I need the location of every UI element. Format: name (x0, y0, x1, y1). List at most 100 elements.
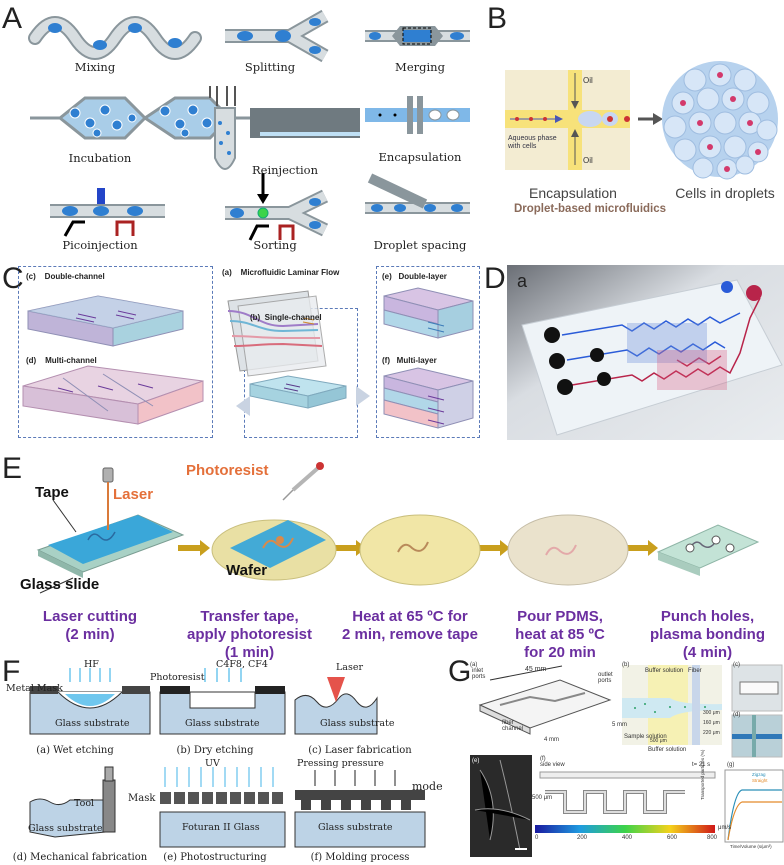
label-uv: UV (205, 758, 220, 769)
caption-laser-fabrication: (c) Laser fabrication (308, 745, 412, 756)
aqueous-phase-label: Aqueous phase with cells (508, 135, 557, 150)
label-glass-substrate-c: Glass substrate (320, 718, 395, 729)
tag-d-multi-channel: (d) Multi-channel (26, 356, 97, 365)
label-5mm: 5 mm (612, 722, 627, 728)
panel-g-chip-figures (470, 664, 784, 857)
label-hf: HF (84, 659, 99, 670)
step-4-caption: Pour PDMS, heat at 85 ºC for 20 min (515, 608, 605, 661)
panel-label-a: A (2, 2, 23, 35)
label-laser: Laser (113, 486, 154, 503)
step-2-caption: Transfer tape, apply photoresist (1 min) (186, 608, 313, 661)
label-photoresist: Photoresist (186, 462, 269, 479)
oil-top-label: Oil (583, 76, 593, 85)
tag-b-single-channel: (b) Single-channel (250, 313, 322, 322)
tag-g-d: (d) (733, 712, 741, 718)
tag-c-double-channel: (c) Double-channel (26, 272, 105, 281)
label-mask: Mask (128, 793, 156, 804)
tag-g-c: (c) (733, 662, 740, 668)
colorbar-ticks: 0 200 400 600 800 (535, 835, 718, 845)
caption-picoinjection: Picoinjection (62, 238, 138, 252)
panel-e-fabrication-steps (36, 462, 760, 594)
step-3-caption: Heat at 65 ºC for 2 min, remove tape (342, 608, 478, 643)
label-metal-mask: Metal Mask (6, 683, 63, 694)
caption-photostructuring: (e) Photostructuring (163, 852, 267, 863)
label-glass-slide: Glass slide (20, 576, 100, 593)
step-5-caption: Punch holes, plasma bonding (4 min) (649, 608, 765, 661)
label-220um: 220 μm (703, 730, 720, 736)
label-mode: mode (412, 780, 443, 793)
encapsulation-label: Encapsulation (529, 185, 617, 201)
label-pressing-pressure: Pressing pressure (297, 758, 384, 769)
panel-f-glass-fabrication (29, 668, 426, 848)
colorbar-tick: 0 (535, 835, 539, 841)
label-glass-substrate-a: Glass substrate (55, 718, 130, 729)
label-time: t= 21 s (692, 762, 711, 768)
label-glass-substrate-b: Glass substrate (185, 718, 260, 729)
caption-incubation: Incubation (68, 151, 132, 165)
label-inlet-ports: inlet ports (472, 668, 486, 680)
tag-g-e: (e) (472, 758, 480, 764)
caption-merging: Merging (395, 60, 445, 74)
label-fiber: Fiber (688, 668, 702, 674)
label-500um-side: 500 μm (532, 795, 553, 801)
label-300um: 300 μm (703, 710, 720, 716)
panel-label-b: B (487, 2, 508, 35)
tag-a-laminar-flow: (a) Microfluidic Laminar Flow (222, 268, 340, 277)
colorbar-tick: 200 (577, 835, 588, 841)
panel-label-e: E (2, 452, 23, 485)
legend-straight: Straight (752, 778, 768, 783)
colorbar-tick: 400 (622, 835, 633, 841)
label-45mm: 45 mm (525, 666, 547, 673)
label-sample-solution: Sample solution (624, 734, 667, 740)
panel-label-d: D (484, 262, 506, 295)
label-side-view: side view (540, 762, 565, 768)
plot-ylabel: Transported particles (%) (700, 749, 705, 800)
caption-dry-etching: (b) Dry etching (176, 745, 254, 756)
caption-reinjection: Reinjection (252, 163, 318, 177)
label-buffer-solution-bottom: Buffer solution (648, 747, 687, 753)
box-multi-channel (18, 266, 213, 438)
label-outlet-ports: outlet ports (598, 672, 613, 684)
caption-wet-etching: (a) Wet etching (36, 745, 114, 756)
label-glass-substrate-d: Glass substrate (28, 823, 103, 834)
label-4mm: 4 mm (544, 737, 559, 743)
photo-tag-a: a (517, 271, 528, 291)
panel-d-chip-photo: a (507, 265, 784, 440)
label-160um: 160 μm (703, 720, 720, 726)
label-tape: Tape (35, 484, 69, 501)
panel-c-laminar-flow-drawings (22, 287, 474, 429)
label-foturan-glass: Foturan II Glass (182, 822, 260, 833)
panel-a-droplet-ops (28, 9, 470, 241)
label-glass-substrate-f: Glass substrate (318, 822, 393, 833)
caption-encapsulation: Encapsulation (378, 150, 462, 164)
tag-f-multi-layer: (f) Multi-layer (382, 356, 437, 365)
caption-mixing: Mixing (74, 60, 116, 74)
label-fiber-channel: fiber channel (502, 720, 524, 732)
tag-e-double-layer: (e) Double-layer (382, 272, 447, 281)
label-wafer: Wafer (226, 562, 268, 579)
panel-b-encapsulation-diagram: Oil Oil (505, 61, 778, 180)
oil-bottom-label: Oil (583, 156, 593, 165)
panel-label-g: G (448, 655, 472, 688)
label-500um: 500 μm (650, 738, 667, 744)
caption-mechanical-fabrication: (d) Mechanical fabrication (12, 852, 148, 863)
label-photoresist-f: Photoresist (150, 672, 205, 683)
tag-g-f: (f) (540, 756, 546, 762)
step-1-caption: Laser cutting (2 min) (42, 608, 138, 643)
caption-droplet-spacing: Droplet spacing (373, 238, 467, 252)
caption-splitting: Splitting (244, 60, 296, 74)
label-buffer-solution-top: Buffer solution (645, 668, 684, 674)
label-gases: C4F8, CF4 (216, 659, 268, 670)
colorbar-tick: 800 (707, 835, 718, 841)
tag-g-b: (b) (622, 662, 630, 668)
legend-zigzag: Zigzag (752, 772, 766, 777)
label-laser-f: Laser (336, 662, 364, 673)
caption-sorting: Sorting (253, 238, 297, 252)
box-multi-layer (376, 266, 480, 438)
label-tool: Tool (74, 798, 95, 809)
droplet-based-subtitle: Droplet-based microfluidics (513, 203, 667, 215)
colorbar-tick: 600 (667, 835, 678, 841)
cells-in-droplets-label: Cells in droplets (675, 185, 775, 201)
colorbar-unit: μm/s (718, 825, 732, 831)
caption-molding-process: (f) Molding process (310, 852, 410, 863)
